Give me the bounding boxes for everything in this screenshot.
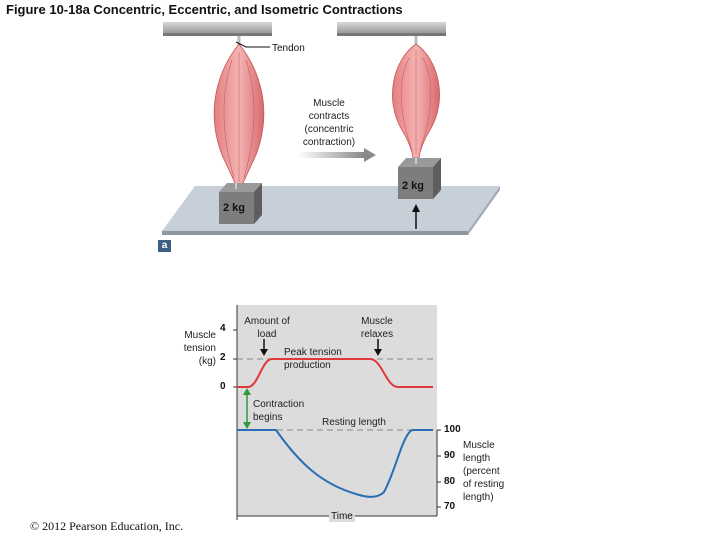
length-tick-label-70: 70 <box>444 501 456 512</box>
support-bar-left <box>163 22 272 33</box>
tension-tick-label-4: 4 <box>220 323 226 334</box>
length-axis-label-line-3: (percent <box>463 466 500 477</box>
muscle-relaxes-arrow <box>374 339 382 356</box>
length-tick-label-100: 100 <box>444 424 461 435</box>
table-platform-side <box>468 186 500 235</box>
muscle-relaxes-line-1: Muscle <box>361 316 393 327</box>
support-bar-right <box>337 22 446 33</box>
process-label: Muscle contracts (concentric contraction… <box>292 97 366 149</box>
length-axis-label-line-4: of resting <box>463 479 505 490</box>
length-axis-label-line-1: Muscle <box>463 440 495 451</box>
time-axis-label: Time <box>329 511 355 522</box>
length-axis-label: Muscle length (percent of resting length… <box>463 439 504 504</box>
length-tick-label-90: 90 <box>444 450 456 461</box>
peak-tension-line-2: production <box>284 360 331 371</box>
weight-right-label: 2 kg <box>402 180 425 192</box>
muscle-relaxes-label: Muscle relaxes <box>354 315 400 341</box>
panel-letter-badge: a <box>158 240 171 252</box>
support-bar-left-shadow <box>163 33 272 36</box>
tension-axis-label-line-3: (kg) <box>198 356 216 367</box>
contraction-begins-line-1: Contraction <box>253 399 305 410</box>
tension-axis-label-line-2: tension <box>183 343 216 354</box>
length-axis-label-line-5: length) <box>463 492 494 503</box>
table-platform-top <box>162 186 500 231</box>
resting-length-label: Resting length <box>322 417 386 428</box>
amount-of-load-line-1: Amount of <box>244 316 290 327</box>
muscle-right-contracted <box>392 36 440 159</box>
process-label-line-1: Muscle <box>313 98 345 109</box>
peak-tension-line-1: Peak tension <box>284 347 342 358</box>
length-curve <box>237 429 433 498</box>
length-tick-label-80: 80 <box>444 476 456 487</box>
tendon-pointer-line <box>235 41 270 48</box>
process-label-line-3: (concentric <box>304 124 354 135</box>
muscle-relaxes-line-2: relaxes <box>360 329 394 340</box>
graph-plot-area <box>237 305 437 516</box>
tension-axis-label: Muscle tension (kg) <box>166 329 216 368</box>
process-arrow <box>298 148 376 162</box>
tension-axis-label-line-1: Muscle <box>184 330 216 341</box>
length-axis-label-line-2: length <box>463 453 491 464</box>
weight-block-right <box>398 158 441 199</box>
weight-left-label: 2 kg <box>223 202 246 214</box>
tendon-label: Tendon <box>272 43 305 54</box>
amount-of-load-label: Amount of load <box>238 315 296 341</box>
process-label-line-2: contracts <box>308 111 350 122</box>
amount-of-load-line-2: load <box>257 329 277 340</box>
amount-of-load-arrow <box>260 339 268 356</box>
tension-curve <box>237 358 433 388</box>
support-bar-right-shadow <box>337 33 446 36</box>
tension-tick-label-0: 0 <box>220 381 226 392</box>
tension-tick-label-2: 2 <box>220 352 226 363</box>
muscle-left-relaxed <box>213 36 265 187</box>
figure-title: Figure 10-18a Concentric, Eccentric, and… <box>6 2 403 17</box>
upward-arrow <box>412 204 420 229</box>
copyright-notice: © 2012 Pearson Education, Inc. <box>30 519 184 533</box>
contraction-begins-line-2: begins <box>253 412 283 423</box>
weight-block-left <box>219 183 262 224</box>
contraction-begins-label: Contraction begins <box>253 398 304 424</box>
table-platform-edge <box>162 231 468 235</box>
process-label-line-4: contraction) <box>302 137 356 148</box>
contraction-begins-arrow <box>243 388 251 429</box>
peak-tension-label: Peak tension production <box>284 346 342 372</box>
